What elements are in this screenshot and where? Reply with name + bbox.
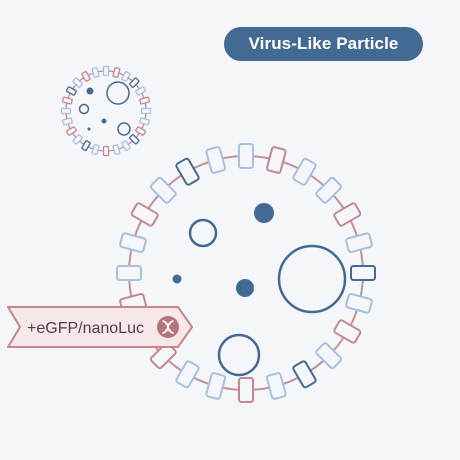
- surface-protein: [121, 140, 131, 152]
- small-particle-proteins: [60, 65, 152, 157]
- surface-protein: [140, 107, 152, 115]
- surface-protein: [135, 86, 147, 96]
- surface-protein: [116, 265, 142, 281]
- surface-protein: [72, 134, 83, 145]
- surface-protein: [333, 319, 362, 344]
- cargo-tag: +eGFP/nanoLuc: [7, 306, 193, 348]
- medium-vesicle: [188, 218, 218, 248]
- surface-protein: [129, 77, 140, 88]
- surface-protein: [112, 66, 121, 78]
- surface-protein: [175, 157, 200, 186]
- surface-protein: [121, 70, 131, 82]
- small-particle-dot: [101, 118, 107, 124]
- surface-protein: [102, 65, 110, 77]
- surface-protein: [81, 140, 91, 152]
- small-particle-large-vesicle: [106, 81, 130, 105]
- surface-protein: [315, 176, 343, 204]
- surface-protein: [265, 372, 287, 400]
- tag-arrow-shape: [7, 306, 193, 348]
- tag-label: +eGFP/nanoLuc: [27, 320, 144, 337]
- surface-protein: [112, 144, 121, 156]
- payload-dot: [236, 279, 254, 297]
- small-particle-dot: [87, 127, 91, 131]
- surface-protein: [350, 265, 376, 281]
- surface-protein: [139, 117, 151, 126]
- payload-dot: [254, 203, 274, 223]
- surface-protein: [292, 157, 317, 186]
- surface-protein: [292, 360, 317, 389]
- small-particle-small-vesicle: [78, 103, 90, 115]
- small-particle: [60, 65, 152, 157]
- medium-vesicle: [217, 333, 261, 377]
- surface-protein: [129, 134, 140, 145]
- title-badge: Virus-Like Particle: [224, 27, 423, 61]
- surface-protein: [205, 146, 227, 174]
- dna-icon: [157, 316, 179, 338]
- surface-protein: [60, 107, 72, 115]
- surface-protein: [139, 96, 151, 105]
- large-vesicle: [277, 244, 347, 314]
- large-particle-proteins: [116, 143, 376, 403]
- surface-protein: [81, 70, 91, 82]
- surface-protein: [91, 144, 100, 156]
- surface-protein: [205, 372, 227, 400]
- surface-protein: [135, 126, 147, 136]
- surface-protein: [119, 232, 147, 254]
- surface-protein: [72, 77, 83, 88]
- surface-protein: [265, 146, 287, 174]
- surface-protein: [65, 126, 77, 136]
- surface-protein: [61, 96, 73, 105]
- surface-protein: [102, 145, 110, 157]
- surface-protein: [238, 377, 254, 403]
- surface-protein: [345, 232, 373, 254]
- surface-protein: [238, 143, 254, 169]
- surface-protein: [65, 86, 77, 96]
- surface-protein: [149, 176, 177, 204]
- large-particle: [116, 143, 376, 403]
- surface-protein: [175, 360, 200, 389]
- surface-protein: [61, 117, 73, 126]
- surface-protein: [333, 202, 362, 227]
- small-particle-medium-vesicle: [117, 122, 131, 136]
- surface-protein: [91, 66, 100, 78]
- payload-dot: [172, 274, 182, 284]
- surface-protein: [345, 292, 373, 314]
- surface-protein: [315, 342, 343, 370]
- small-particle-dot: [86, 87, 94, 95]
- surface-protein: [130, 202, 159, 227]
